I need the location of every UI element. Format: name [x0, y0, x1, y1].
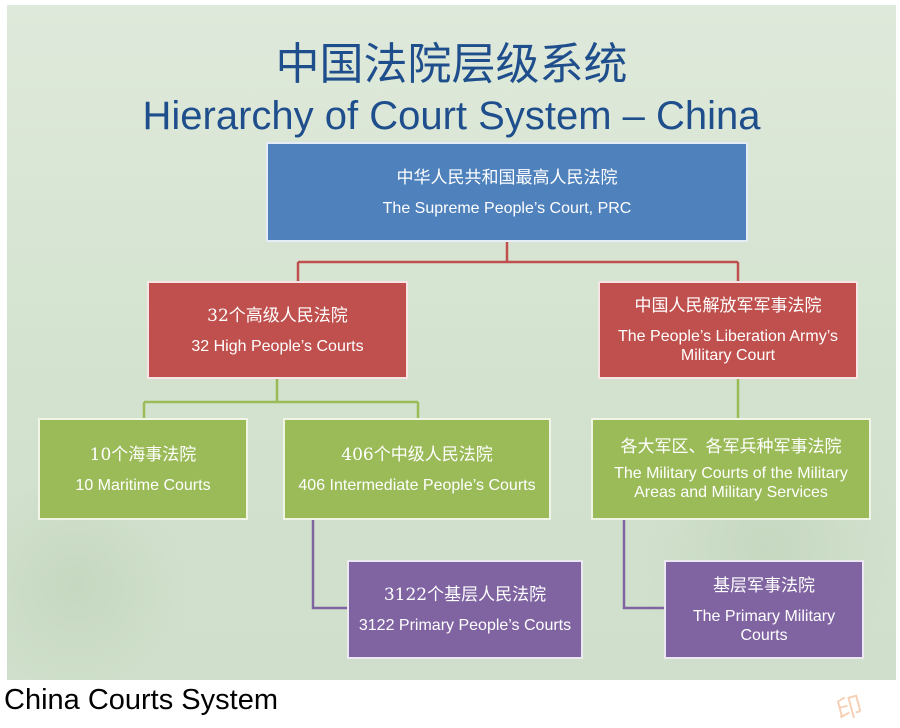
title-chinese: 中国法院层级系统 [275, 39, 628, 90]
node-military-court-chinese: 中国人民解放军军事法院 [634, 296, 822, 316]
node-primary-courts-chinese: 3122个基层人民法院 [383, 585, 547, 605]
node-military-areas-courts-english: The Military Courts of the Military Area… [614, 465, 848, 501]
node-intermediate-courts-english: 406 Intermediate People’s Courts [298, 476, 536, 494]
node-high-courts: 32个高级人民法院 32 High People’s Courts [147, 281, 408, 379]
connector-areas-to-primary-military [622, 518, 666, 610]
node-high-courts-chinese: 32个高级人民法院 [207, 305, 348, 326]
node-maritime-courts-chinese: 10个海事法院 [89, 444, 197, 465]
connector-lines [142, 240, 740, 610]
node-military-court: 中国人民解放军军事法院 The People’s Liberation Army… [598, 281, 858, 379]
node-maritime-courts: 10个海事法院 10 Maritime Courts [38, 418, 248, 520]
node-supreme-court-english: The Supreme People’s Court, PRC [382, 199, 632, 217]
node-maritime-courts-english: 10 Maritime Courts [75, 476, 211, 494]
node-primary-courts: 3122个基层人民法院 3122 Primary People’s Courts [347, 560, 583, 659]
node-primary-military-courts: 基层军事法院 The Primary Military Courts [664, 560, 864, 659]
node-supreme-court-chinese: 中华人民共和国最高人民法院 [396, 167, 618, 188]
node-military-areas-courts-chinese: 各大军区、各军兵种军事法院 [620, 437, 842, 457]
node-high-courts-english: 32 High People’s Courts [191, 337, 364, 355]
watermark-stamp: 印 [833, 691, 867, 727]
slide: 中国法院层级系统 Hierarchy of Court System – Chi… [7, 5, 896, 680]
node-intermediate-courts-chinese: 406个中级人民法院 [341, 444, 493, 465]
node-military-court-english: The People’s Liberation Army’s Military … [618, 328, 838, 364]
node-primary-military-courts-english: The Primary Military Courts [692, 607, 836, 644]
node-military-areas-courts: 各大军区、各军兵种军事法院 The Military Courts of the… [591, 418, 871, 520]
node-primary-courts-english: 3122 Primary People’s Courts [358, 617, 572, 634]
node-primary-military-courts-chinese: 基层军事法院 [713, 575, 815, 596]
title-english: Hierarchy of Court System – China [142, 94, 761, 138]
node-intermediate-courts: 406个中级人民法院 406 Intermediate People’s Cou… [283, 418, 551, 520]
caption: China Courts System [4, 684, 278, 716]
node-supreme-court: 中华人民共和国最高人民法院 The Supreme People’s Court… [266, 142, 748, 242]
connector-intermediate-to-primary [311, 518, 349, 610]
